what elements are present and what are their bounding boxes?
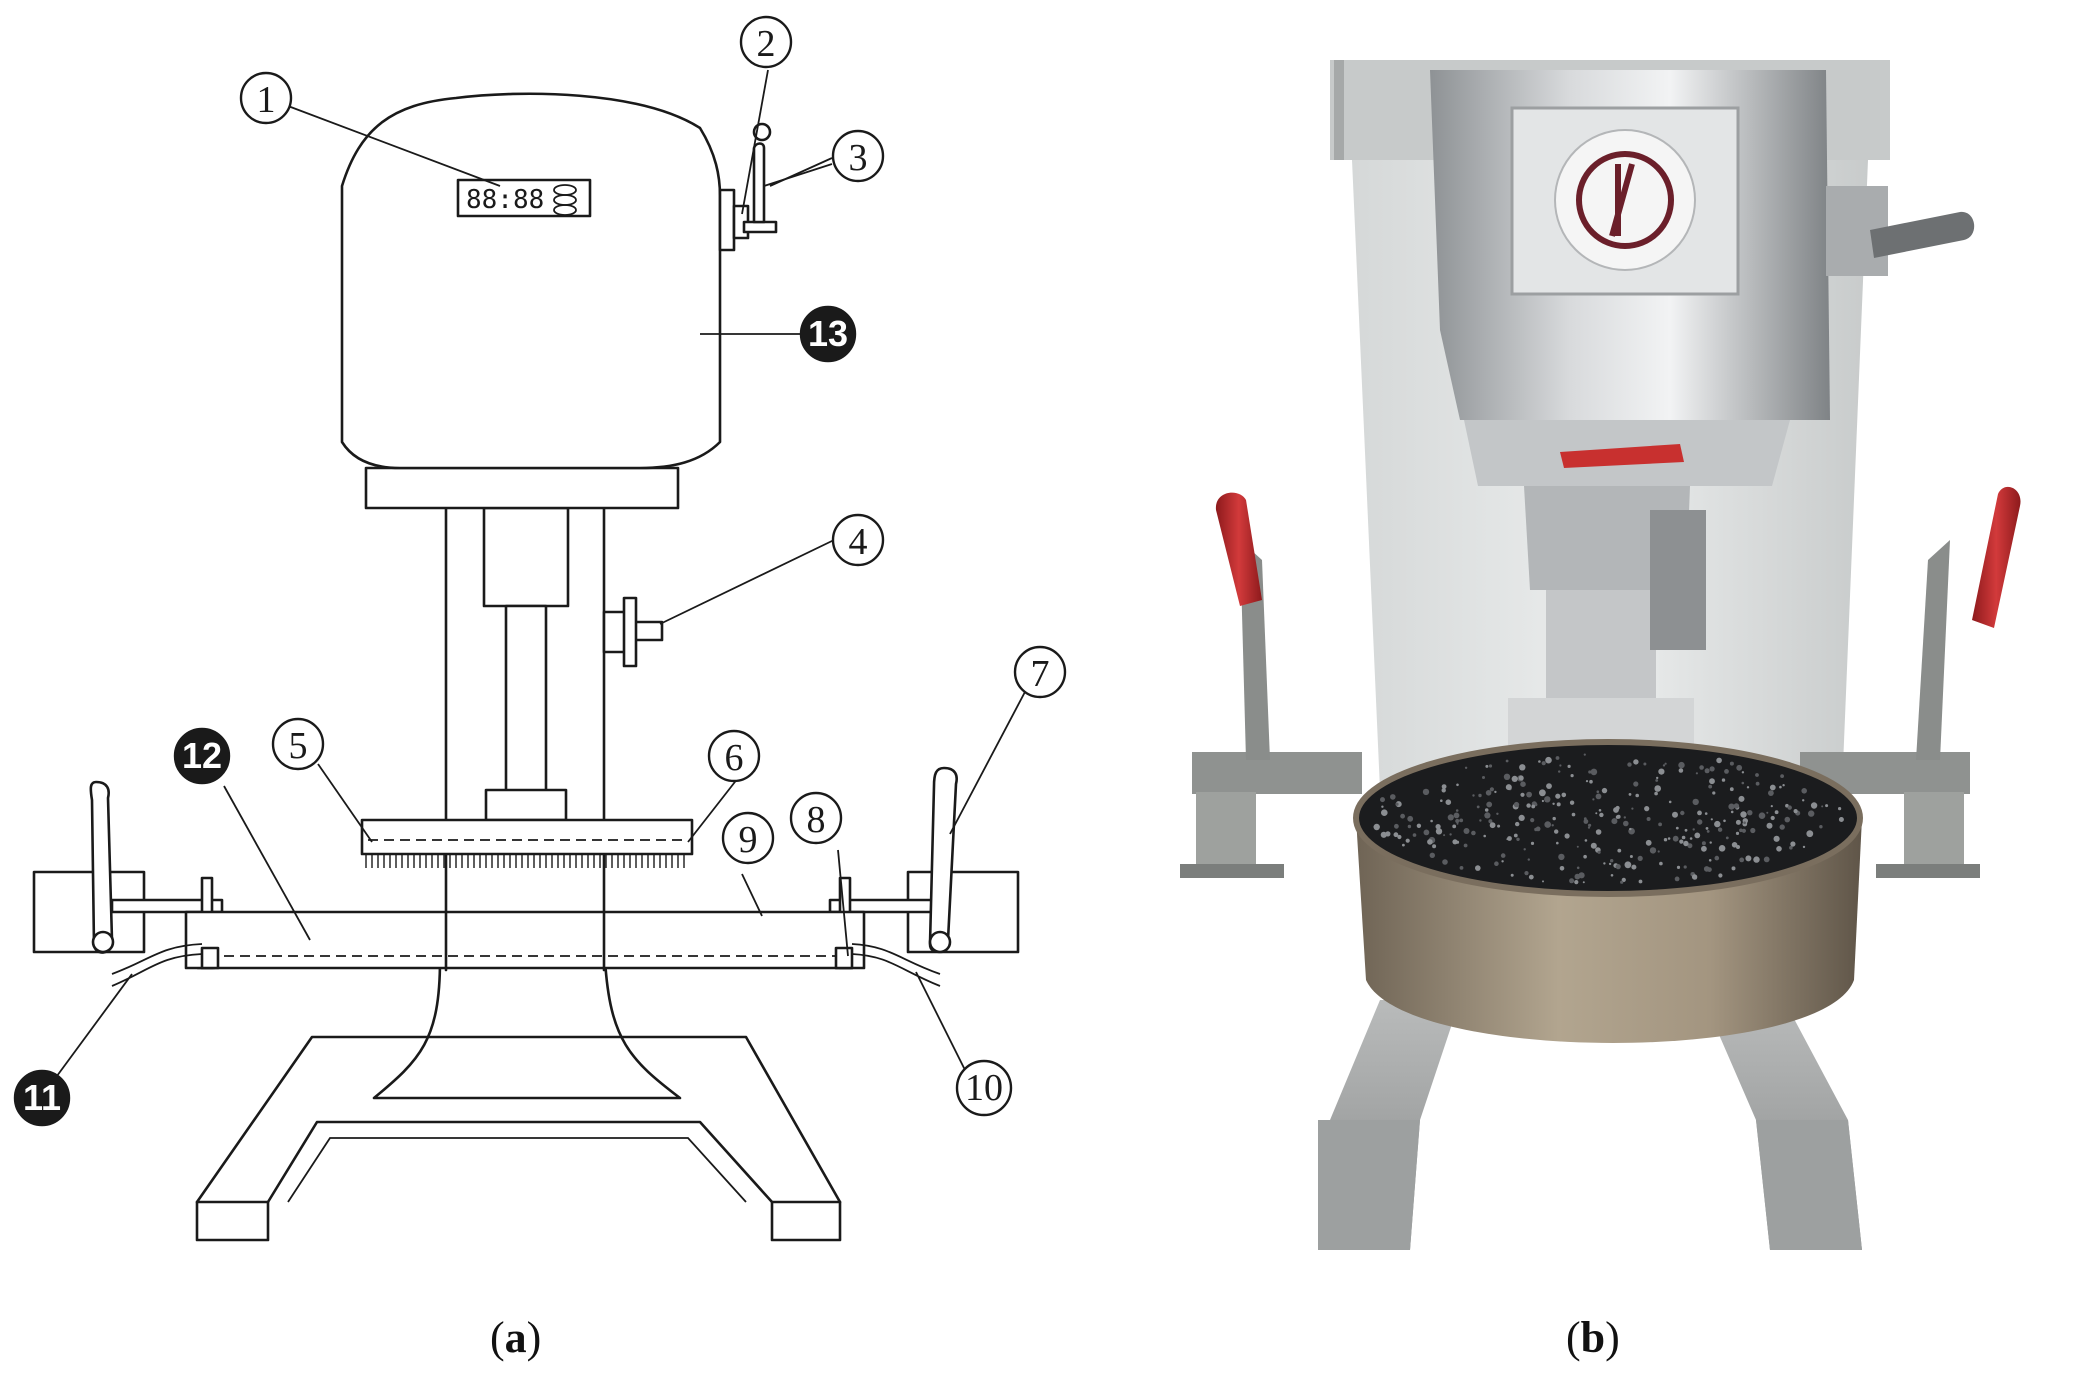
svg-text:2: 2 bbox=[757, 23, 776, 65]
callout-12: 12 bbox=[173, 727, 231, 785]
callout-3: 3 bbox=[831, 129, 885, 183]
callout-10: 10 bbox=[955, 1059, 1013, 1117]
callout-2: 2 bbox=[739, 15, 793, 69]
svg-text:6: 6 bbox=[725, 737, 744, 779]
photo-pan bbox=[1353, 739, 1863, 1043]
svg-text:88:88: 88:88 bbox=[466, 185, 544, 215]
brush-head bbox=[360, 818, 694, 868]
photo-recreation bbox=[1180, 60, 2021, 1250]
callout-6: 6 bbox=[707, 729, 761, 783]
clamp-left bbox=[32, 780, 224, 970]
brush-bristles bbox=[365, 854, 685, 868]
schematic-drawing: 88:88 bbox=[13, 15, 1067, 1242]
callout-8: 8 bbox=[789, 791, 843, 845]
photo-legs bbox=[1318, 1000, 1862, 1250]
photo-motor-head bbox=[1430, 70, 1975, 746]
column-base bbox=[372, 958, 682, 1100]
svg-text:1: 1 bbox=[257, 79, 276, 121]
callout-9: 9 bbox=[721, 811, 775, 865]
callout-7: 7 bbox=[1013, 645, 1067, 699]
asphalt-aggregate bbox=[1373, 753, 1844, 885]
svg-text:7: 7 bbox=[1031, 653, 1050, 695]
photo-clamps bbox=[1180, 486, 2021, 878]
callout-11: 11 bbox=[13, 1069, 71, 1127]
leader-lines bbox=[53, 69, 1027, 1081]
motor-housing: 88:88 bbox=[340, 92, 833, 510]
callout-numbers: 1 2 3 4 5 6 7 bbox=[13, 15, 1067, 1127]
callout-4: 4 bbox=[831, 513, 885, 567]
column bbox=[444, 506, 606, 972]
svg-text:4: 4 bbox=[849, 521, 868, 563]
callout-1: 1 bbox=[239, 71, 293, 125]
svg-text:11: 11 bbox=[23, 1077, 61, 1118]
specimen-pan bbox=[111, 910, 941, 987]
base-frame bbox=[195, 1035, 842, 1242]
svg-text:13: 13 bbox=[808, 313, 848, 354]
svg-text:5: 5 bbox=[289, 725, 308, 767]
svg-text:8: 8 bbox=[807, 799, 826, 841]
svg-text:9: 9 bbox=[739, 819, 758, 861]
svg-text:10: 10 bbox=[965, 1067, 1003, 1109]
panel-label-a: (a) bbox=[490, 1313, 542, 1362]
callout-13: 13 bbox=[799, 305, 857, 363]
callout-5: 5 bbox=[271, 717, 325, 771]
locking-knob bbox=[602, 596, 664, 668]
svg-text:12: 12 bbox=[182, 735, 222, 776]
panel-label-b: (b) bbox=[1566, 1313, 1620, 1362]
svg-text:3: 3 bbox=[849, 137, 868, 179]
